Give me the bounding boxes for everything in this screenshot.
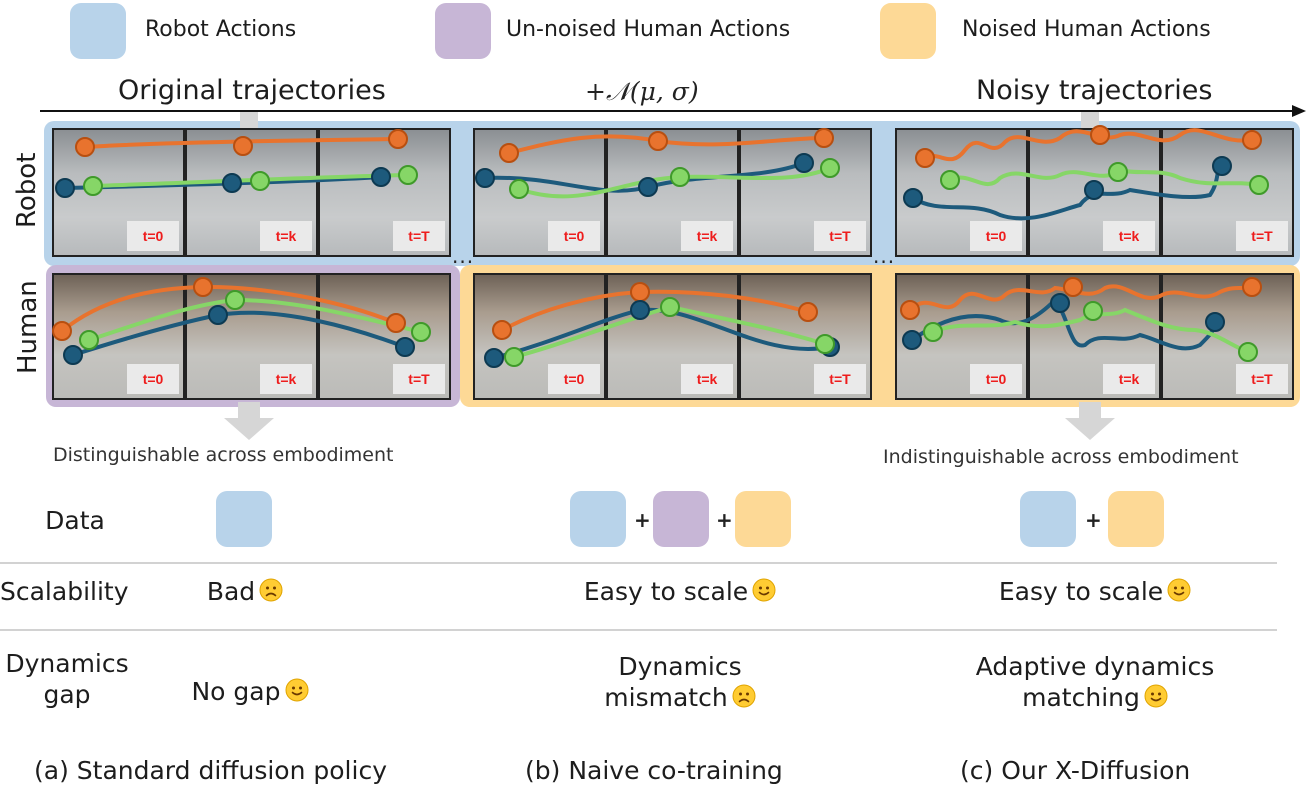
- traj-human-c-navy: [910, 296, 1217, 351]
- time-label: t=k: [1103, 364, 1155, 394]
- frown-emoji-icon: [259, 578, 283, 602]
- timeline-arrow: [40, 105, 1306, 117]
- traj-human-a-navy: [71, 310, 407, 357]
- dynamics-c-line1: Adaptive dynamics: [975, 652, 1215, 681]
- header-noise-formula: +𝒩(μ, σ): [585, 77, 699, 106]
- smile-emoji-icon: [1144, 684, 1168, 708]
- time-label: t=0: [548, 221, 600, 251]
- down-arrow-right-top: [1081, 112, 1099, 128]
- time-label: t=T: [814, 221, 866, 251]
- down-arrow-right: [1065, 402, 1115, 440]
- legend-swatch-robot: [70, 3, 126, 59]
- ellipsis-right: ···: [873, 250, 896, 274]
- smile-emoji-icon: [1167, 578, 1191, 602]
- time-label: t=T: [393, 364, 445, 394]
- data-square-noised-c: [1108, 491, 1164, 547]
- frame-robot-b-t: t=T: [739, 128, 872, 257]
- frame-robot-c-t: t=T: [1161, 128, 1294, 257]
- plus-sign: +: [1085, 508, 1102, 532]
- traj-robot-c-orange: [923, 128, 1254, 162]
- row-header-data: Data: [45, 506, 105, 535]
- caption-distinguishable: Distinguishable across embodiment: [53, 444, 394, 466]
- dynamics-b-line2: mismatch: [560, 682, 800, 713]
- time-label: t=0: [127, 364, 179, 394]
- smile-emoji-icon: [285, 678, 308, 702]
- dynamics-c-line2: matching: [945, 682, 1245, 713]
- table-divider-2: [0, 629, 1277, 631]
- dynamics-a: No gap: [150, 676, 350, 707]
- row-header-dynamics-line1: Dynamics: [5, 649, 129, 678]
- table-divider-1: [0, 562, 1277, 564]
- dynamics-b-line1: Dynamics: [618, 652, 742, 681]
- frame-robot-a-t: t=T: [318, 128, 451, 257]
- ellipsis-left: ···: [452, 250, 475, 274]
- frame-robot-b-k: t=k: [606, 128, 739, 257]
- dynamics-c-line2-text: matching: [1022, 683, 1140, 713]
- time-label: t=k: [260, 221, 312, 251]
- legend-label-robot: Robot Actions: [145, 17, 297, 42]
- robot-frames-a: t=0 t=k t=T: [52, 128, 451, 257]
- data-square-robot-a: [216, 491, 272, 547]
- time-label: t=k: [260, 364, 312, 394]
- down-arrow-left: [224, 402, 274, 440]
- scalability-b: Easy to scale: [540, 576, 820, 607]
- method-caption-b: (b) Naive co-training: [525, 756, 783, 785]
- scalability-c: Easy to scale: [955, 576, 1235, 607]
- scalability-a: Bad: [175, 576, 315, 607]
- dynamics-a-text: No gap: [191, 677, 281, 706]
- header-noisy-trajectories: Noisy trajectories: [976, 75, 1213, 106]
- dynamics-c: Adaptive dynamics matching: [945, 651, 1245, 714]
- data-square-unnoised-b: [653, 491, 709, 547]
- smile-emoji-icon: [752, 578, 776, 602]
- data-square-noised-b: [735, 491, 791, 547]
- scalability-a-text: Bad: [206, 577, 256, 606]
- time-label: t=T: [1236, 221, 1288, 251]
- time-label: t=k: [681, 364, 733, 394]
- legend-label-noised-human: Noised Human Actions: [962, 17, 1211, 42]
- robot-frames-b: t=0 t=k t=T: [473, 128, 872, 257]
- data-square-robot-c: [1020, 491, 1076, 547]
- row-header-dynamics-line2: gap: [43, 680, 91, 710]
- time-label: t=0: [970, 364, 1022, 394]
- time-label: t=0: [548, 364, 600, 394]
- time-label: t=k: [681, 221, 733, 251]
- time-label: t=0: [127, 221, 179, 251]
- down-arrow-left-top: [240, 112, 258, 128]
- caption-indistinguishable: Indistinguishable across embodiment: [883, 446, 1239, 468]
- human-frames-a: t=0 t=k t=T: [52, 273, 451, 400]
- trajectory-overlay: [52, 125, 1269, 368]
- frame-robot-a-0: t=0: [52, 128, 185, 257]
- traj-robot-c-green: [948, 167, 1261, 187]
- method-caption-a: (a) Standard diffusion policy: [34, 756, 387, 785]
- traj-human-b-navy: [492, 307, 832, 360]
- data-square-robot-b: [570, 491, 626, 547]
- row-header-dynamics-gap: Dynamics gap: [0, 648, 142, 711]
- frown-emoji-icon: [732, 684, 756, 708]
- dynamics-b: Dynamics mismatch: [560, 651, 800, 714]
- dynamics-b-line2-text: mismatch: [604, 683, 728, 713]
- scalability-b-text: Easy to scale: [583, 577, 749, 606]
- plus-sign: +: [716, 508, 733, 532]
- plus-sign: +: [634, 508, 651, 532]
- time-label: t=T: [814, 364, 866, 394]
- scalability-c-text: Easy to scale: [998, 577, 1164, 606]
- time-label: t=T: [1236, 364, 1288, 394]
- frame-human-a-0: t=0: [52, 273, 185, 400]
- method-caption-c: (c) Our X-Diffusion: [960, 756, 1191, 785]
- time-label: t=0: [970, 221, 1022, 251]
- header-original-trajectories: Original trajectories: [118, 75, 386, 106]
- legend-label-unnoised-human: Un-noised Human Actions: [506, 17, 791, 42]
- time-label: t=k: [1103, 221, 1155, 251]
- row-header-scalability: Scalability: [0, 577, 129, 606]
- legend-swatch-unnoised-human: [435, 3, 491, 59]
- time-label: t=T: [393, 221, 445, 251]
- legend-swatch-noised-human: [880, 3, 936, 59]
